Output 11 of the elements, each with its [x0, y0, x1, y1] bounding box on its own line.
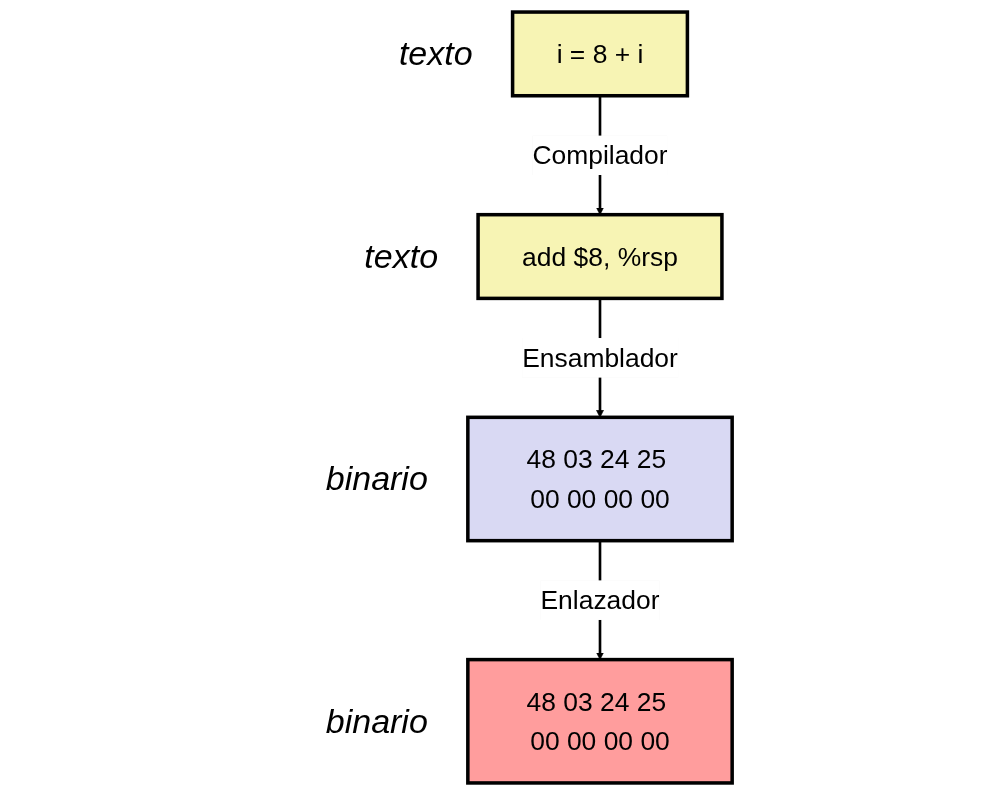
- side-label: binario: [325, 701, 428, 741]
- node-box: 48 03 24 25 00 00 00 00: [466, 415, 734, 543]
- node-box: 48 03 24 25 00 00 00 00: [466, 657, 734, 785]
- edge-label: Compilador: [532, 140, 668, 170]
- node-box: i = 8 + i: [510, 10, 690, 98]
- edge-label: Enlazador: [540, 585, 660, 615]
- side-label: texto: [398, 34, 473, 74]
- side-label: texto: [364, 237, 439, 277]
- node-box: add $8, %rsp: [476, 212, 724, 301]
- edge-label: Ensamblador: [522, 343, 678, 373]
- side-label: binario: [325, 459, 428, 499]
